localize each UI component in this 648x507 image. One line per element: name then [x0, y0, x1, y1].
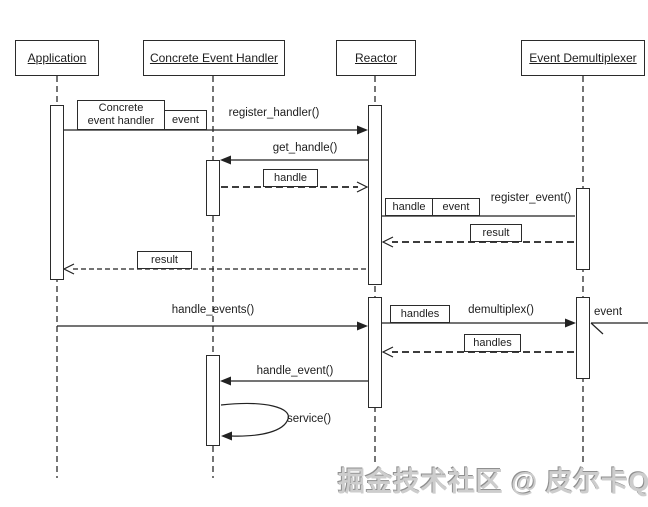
param-box-concrete-event-handler: Concrete event handler	[77, 100, 165, 130]
arrowhead-get-handle	[220, 155, 231, 165]
event-in-arrowhead	[590, 322, 604, 335]
lifeline-head-demultiplexer: Event Demultiplexer	[521, 40, 645, 76]
activation-demultiplexer-1	[576, 188, 590, 270]
lifeline-label-application: Application	[27, 51, 87, 65]
param-box-handle: handle	[385, 198, 433, 216]
arrowhead-return-handles	[381, 346, 394, 358]
lifeline-label-handler: Concrete Event Handler	[149, 51, 279, 65]
return-box-handles: handles	[464, 334, 521, 352]
arrowhead-return-result-application	[62, 263, 75, 275]
arrowhead-return-result-reactor	[381, 236, 394, 248]
label-register-event: register_event()	[490, 192, 572, 204]
lifeline-label-reactor: Reactor	[354, 51, 398, 65]
watermark-text: 掘金技术社区 @ 皮尔卡Q	[338, 467, 648, 497]
param-box-event-2: event	[432, 198, 480, 216]
label-handle-event: handle_event()	[256, 365, 334, 377]
label-event-in: event	[594, 306, 623, 318]
arrowhead-register-handler	[357, 125, 368, 135]
lifeline-head-application: Application	[15, 40, 99, 76]
label-register-handler: register_handler()	[228, 107, 320, 119]
param-box-handles: handles	[390, 305, 450, 323]
label-service: service()	[287, 413, 332, 425]
arrowhead-return-handle	[356, 181, 369, 193]
lifeline-head-handler: Concrete Event Handler	[143, 40, 285, 76]
lifeline-label-demultiplexer: Event Demultiplexer	[529, 51, 637, 65]
activation-handler-2	[206, 355, 220, 446]
activation-handler-1	[206, 160, 220, 216]
service-self-loop	[220, 402, 289, 437]
activation-reactor-1	[368, 105, 382, 285]
arrowhead-service	[221, 431, 232, 441]
activation-demultiplexer-2	[576, 297, 590, 379]
arrowhead-demultiplex	[565, 318, 576, 328]
label-demultiplex: demultiplex()	[468, 304, 534, 316]
arrowhead-handle-event	[220, 376, 231, 386]
return-box-result-1: result	[470, 224, 522, 242]
label-get-handle: get_handle()	[272, 142, 338, 154]
return-box-result-2: result	[137, 251, 192, 269]
return-box-handle: handle	[263, 169, 318, 187]
activation-reactor-2	[368, 297, 382, 408]
lifeline-head-reactor: Reactor	[336, 40, 416, 76]
param-box-event-1: event	[164, 110, 207, 130]
label-handle-events: handle_events()	[171, 304, 255, 316]
arrowhead-handle-events	[357, 321, 368, 331]
activation-application	[50, 105, 64, 280]
